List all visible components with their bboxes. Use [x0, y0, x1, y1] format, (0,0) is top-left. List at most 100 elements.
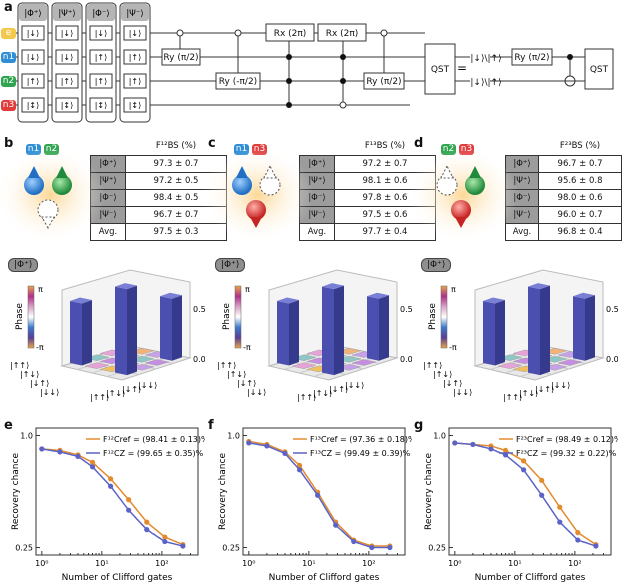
bell-header: |Φ⁻⟩	[92, 9, 109, 19]
density-bar-front	[115, 286, 127, 352]
y-axis-label: Recovery chance	[424, 453, 434, 530]
data-point-1	[315, 492, 321, 498]
data-point-1	[333, 522, 339, 528]
basis-label-row: |↓↓⟩	[247, 388, 266, 397]
panel-label-a: a	[4, 0, 13, 15]
basis-label-row: |↑↓⟩	[20, 370, 39, 379]
bell-init-state: |↑⟩	[95, 77, 108, 86]
basis-label-col: |↑↓⟩	[519, 389, 538, 398]
bell-init-state: |↓⟩	[129, 29, 142, 38]
qubit-tag-n1: n1	[1, 52, 16, 63]
density-bar-front	[322, 286, 334, 352]
basis-label-row: |↓↓⟩	[453, 388, 472, 397]
table-value: 96.8 ± 0.4	[538, 223, 622, 241]
density-bar-top	[277, 297, 299, 304]
density-bar-side	[379, 295, 389, 361]
data-point-1	[521, 467, 527, 473]
data-point-1	[387, 544, 393, 551]
y-axis-label: Recovery chance	[11, 453, 21, 530]
basis-label-col: |↑↓⟩	[106, 389, 125, 398]
density-bar-front	[367, 296, 379, 361]
x-axis-label: Number of Clifford gates	[269, 573, 380, 583]
phase-tick-bottom: -π	[243, 343, 251, 352]
legend-entry: F¹²Cref = (98.41 ± 0.13)%	[103, 435, 205, 444]
legend-entry: F¹³Cref = (97.36 ± 0.18)%	[310, 435, 412, 444]
density-bar-front	[160, 296, 172, 361]
density-bar-top	[160, 292, 182, 299]
density-matrix-plot: 0.50.0π-πPhase|↑↑⟩|↑↑⟩|↑↓⟩|↑↓⟩|↓↑⟩|↓↑⟩|↓…	[10, 269, 205, 402]
density-bar-side	[127, 285, 137, 352]
data-point-1	[39, 446, 45, 452]
basis-label-col: |↓↓⟩	[551, 381, 570, 390]
basis-label-row: |↑↓⟩	[227, 370, 246, 379]
bell-init-state: |↓⟩	[61, 53, 74, 62]
state-pill: |Φ⁺⟩	[421, 258, 452, 272]
density-bar-top	[367, 292, 389, 299]
plot-frame	[35, 427, 199, 556]
density-bar-side	[289, 300, 299, 366]
bell-header: |Φ⁺⟩	[24, 9, 41, 19]
fit-curve-0	[454, 442, 597, 546]
z-tick: 0.0	[400, 355, 412, 364]
table-state: |Φ⁺⟩	[504, 155, 540, 173]
density-matrix-plot: 0.50.0π-πPhase|↑↑⟩|↑↑⟩|↑↓⟩|↑↓⟩|↓↑⟩|↓↑⟩|↓…	[423, 269, 618, 402]
density-bar-front	[483, 301, 495, 366]
bell-init-state: |↓⟩	[95, 29, 108, 38]
panel-label-b: b	[4, 136, 14, 151]
density-bar-side	[585, 295, 595, 361]
gate-ry-end: Ry (π/2)	[366, 77, 401, 87]
density-bar-top	[322, 283, 344, 290]
x-tick-label: 10²	[155, 559, 168, 568]
density-bar-front	[573, 296, 585, 361]
basis-label-col: |↓↑⟩	[122, 385, 141, 394]
phase-colorbar	[440, 285, 448, 349]
rhs-gate-qst: QST	[590, 65, 609, 75]
bell-init-state: |↕⟩	[61, 101, 74, 110]
basis-label-row: |↓↑⟩	[30, 379, 49, 388]
z-tick: 0.5	[606, 305, 618, 314]
panel-label-f: f	[208, 418, 214, 433]
bell-init-state: |↑⟩	[129, 53, 142, 62]
table-state: Avg.	[299, 223, 335, 241]
basis-label-col: |↓↑⟩	[535, 385, 554, 394]
y-tick-label: 1.0	[227, 431, 240, 440]
basis-label-row: |↑↑⟩	[217, 361, 236, 370]
density-matrix-plot: 0.50.0π-πPhase|↑↑⟩|↑↑⟩|↑↓⟩|↑↓⟩|↓↑⟩|↓↑⟩|↓…	[217, 269, 412, 402]
data-point-0	[296, 462, 303, 468]
z-tick: 0.5	[193, 305, 205, 314]
y-tick-label: 1.0	[433, 431, 446, 440]
rhs-gate-ry: Ry (π/2)	[514, 53, 549, 63]
bell-init-state: |↓⟩	[27, 53, 40, 62]
fit-curve-0	[41, 448, 184, 546]
table-state: |Φ⁺⟩	[299, 155, 335, 173]
basis-label-row: |↑↑⟩	[423, 361, 442, 370]
phase-tick-top: π	[451, 285, 456, 294]
gate-ry-neg: Ry (-π/2)	[219, 77, 257, 87]
panel-label-e: e	[4, 418, 13, 433]
data-point-0	[108, 476, 114, 482]
state-pill: |Φ⁺⟩	[215, 258, 246, 272]
basis-label-col: |↑↑⟩	[503, 393, 522, 402]
data-point-1	[57, 449, 63, 455]
data-point-1	[296, 467, 303, 473]
bell-header: |Ψ⁻⟩	[126, 9, 143, 19]
data-point-1	[162, 538, 168, 545]
density-bar-side	[495, 300, 505, 366]
bell-init-state: |↓⟩	[61, 29, 74, 38]
table-value: 97.7 ± 0.4	[334, 223, 436, 241]
basis-label-row: |↑↓⟩	[433, 370, 452, 379]
phase-colorbar	[27, 285, 35, 349]
data-point-1	[89, 464, 96, 470]
y-tick-label: 0.25	[15, 544, 33, 553]
gate-rx-1: Rx (2π)	[274, 29, 307, 39]
data-point-1	[180, 543, 186, 549]
density-bar-side	[334, 285, 344, 352]
density-bar-front	[528, 286, 540, 352]
data-point-1	[75, 453, 81, 459]
data-point-1	[351, 538, 357, 545]
x-axis-label: Number of Clifford gates	[62, 573, 173, 583]
basis-label-col: |↑↑⟩	[90, 393, 109, 402]
data-point-0	[126, 497, 132, 503]
legend-entry: F²³Cref = (98.49 ± 0.12)%	[516, 435, 618, 444]
legend-entry: F¹³CZ = (99.49 ± 0.39)%	[310, 449, 411, 458]
